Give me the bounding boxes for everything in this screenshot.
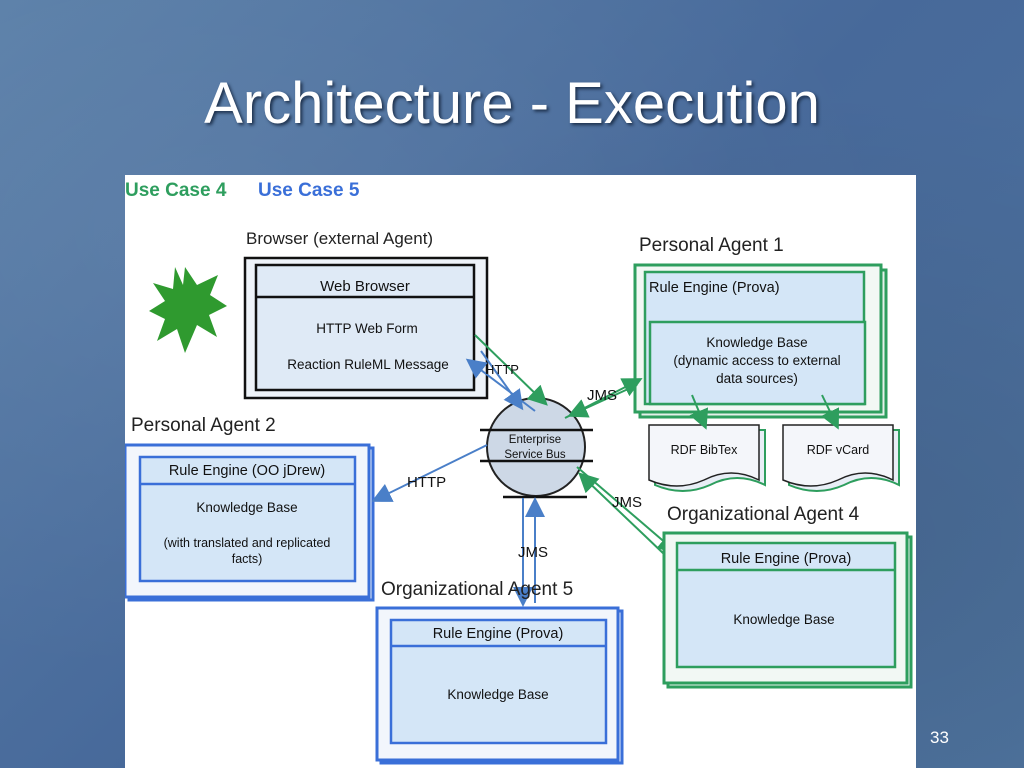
rdf-vcard-document: [782, 424, 900, 492]
esb-label-2: Service Bus: [504, 449, 566, 461]
http-web-form-label: HTTP Web Form: [316, 321, 418, 336]
rdf-bibtex-document: [648, 424, 766, 492]
personal-agent-2-box: [125, 443, 375, 602]
org-agent-4-engine: Rule Engine (Prova): [721, 551, 852, 567]
kb-to-vcard-arrow: [821, 394, 840, 430]
browser-caption: Browser (external Agent): [246, 229, 433, 248]
personal-agent-2-note: (with translated and replicated: [164, 536, 331, 550]
esb-label: Enterprise: [509, 434, 561, 446]
kb-to-bibtex-arrow: [689, 394, 709, 430]
personal-agent-1-engine: Rule Engine (Prova): [649, 280, 780, 296]
rdf-vcard-label: RDF vCard: [807, 443, 870, 457]
personal-agent-2-caption: Personal Agent 2: [131, 415, 276, 436]
esb-to-agent2-arrow: [371, 444, 488, 502]
personal-agent-2-kb: Knowledge Base: [196, 500, 297, 515]
personal-agent-1-kb-detail2: data sources): [716, 371, 798, 386]
agent1-to-esb-arrow: [567, 384, 638, 418]
org-agent-4-kb: Knowledge Base: [733, 612, 834, 627]
http-agent2-label: HTTP: [407, 474, 446, 491]
personal-agent-1-caption: Personal Agent 1: [639, 235, 784, 256]
http-browser-label: HTTP: [485, 362, 519, 377]
use-case-5-label: Use Case 5: [258, 180, 360, 201]
rdf-bibtex-label: RDF BibTex: [671, 443, 738, 457]
browser-to-esb-arrow-2: [480, 350, 524, 411]
org-agent-5-engine: Rule Engine (Prova): [433, 626, 564, 642]
use-case-4-label: Use Case 4: [125, 180, 227, 201]
highlight-star-icon: [149, 267, 227, 353]
org-agent-5-box: [375, 606, 624, 765]
jms-agent4-label: JMS: [612, 494, 642, 511]
jms-agent1-label: JMS: [587, 387, 617, 404]
personal-agent-1-kb: Knowledge Base: [706, 335, 807, 350]
org-agent-5-caption: Organizational Agent 5: [381, 579, 573, 600]
org-agent-4-box: [662, 531, 913, 689]
browser-to-esb-arrow: [474, 334, 548, 406]
architecture-diagram: Use Case 4 Use Case 5 Browser (external …: [125, 175, 916, 768]
reaction-ruleml-label: Reaction RuleML Message: [287, 357, 449, 372]
personal-agent-1-box: [633, 263, 888, 419]
personal-agent-2-note2: facts): [232, 552, 263, 566]
jms-agent5-label: JMS: [518, 544, 548, 561]
slide-number: 33: [930, 728, 949, 747]
org-agent-5-kb: Knowledge Base: [447, 687, 548, 702]
web-browser-header: Web Browser: [320, 278, 410, 295]
slide-title: Architecture - Execution: [204, 71, 820, 136]
browser-box: [243, 256, 489, 400]
personal-agent-1-kb-detail: (dynamic access to external: [673, 353, 840, 368]
org-agent-4-caption: Organizational Agent 4: [667, 504, 860, 525]
personal-agent-2-engine: Rule Engine (OO jDrew): [169, 463, 325, 479]
agent4-to-esb-arrow: [578, 472, 666, 556]
esb-to-browser-arrow: [465, 358, 536, 412]
